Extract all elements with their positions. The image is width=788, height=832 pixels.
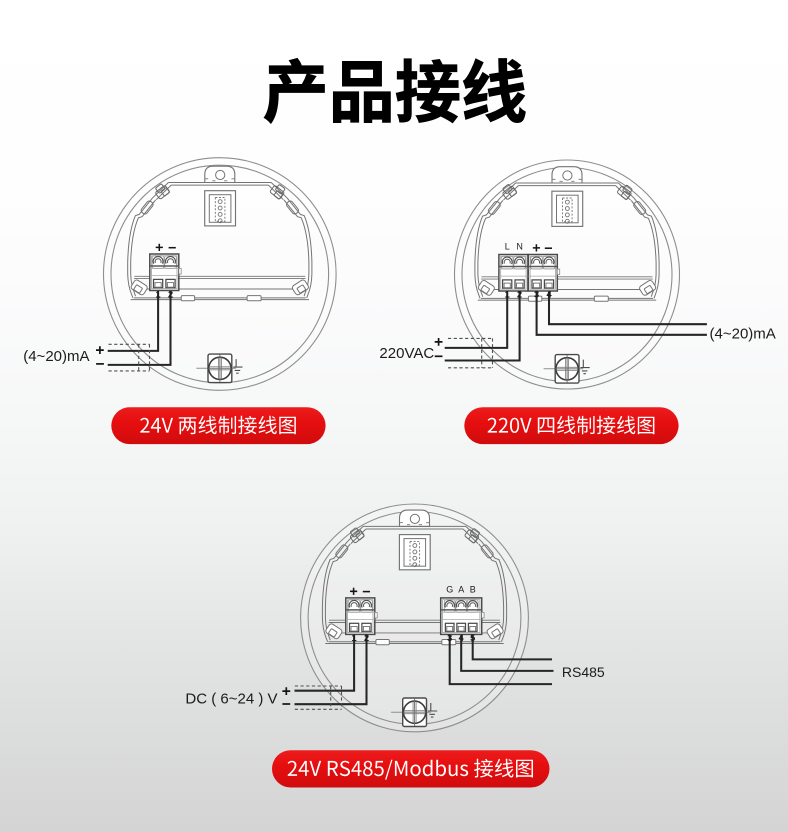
svg-text:N: N — [516, 241, 523, 251]
svg-text:2: 2 — [517, 289, 522, 299]
svg-text:5: 5 — [470, 633, 475, 643]
svg-text:L: L — [505, 241, 510, 251]
svg-text:3: 3 — [447, 633, 452, 643]
svg-text:RS485: RS485 — [562, 664, 605, 680]
svg-text:4: 4 — [546, 289, 552, 299]
svg-text:1: 1 — [352, 633, 357, 643]
svg-text:DC ( 6~24 ) V: DC ( 6~24 ) V — [185, 691, 277, 708]
svg-text:B: B — [470, 585, 476, 595]
svg-text:A: A — [458, 585, 464, 595]
svg-text:4: 4 — [459, 633, 465, 643]
svg-text:G: G — [446, 585, 453, 595]
svg-text:2: 2 — [168, 289, 173, 299]
svg-text:1: 1 — [505, 289, 510, 299]
svg-text:3: 3 — [534, 289, 539, 299]
svg-text:1: 1 — [156, 289, 161, 299]
svg-text:(4~20)mA: (4~20)mA — [23, 348, 89, 365]
svg-text:220VAC: 220VAC — [379, 345, 434, 362]
svg-text:(4~20)mA: (4~20)mA — [710, 326, 776, 343]
svg-text:2: 2 — [364, 633, 369, 643]
